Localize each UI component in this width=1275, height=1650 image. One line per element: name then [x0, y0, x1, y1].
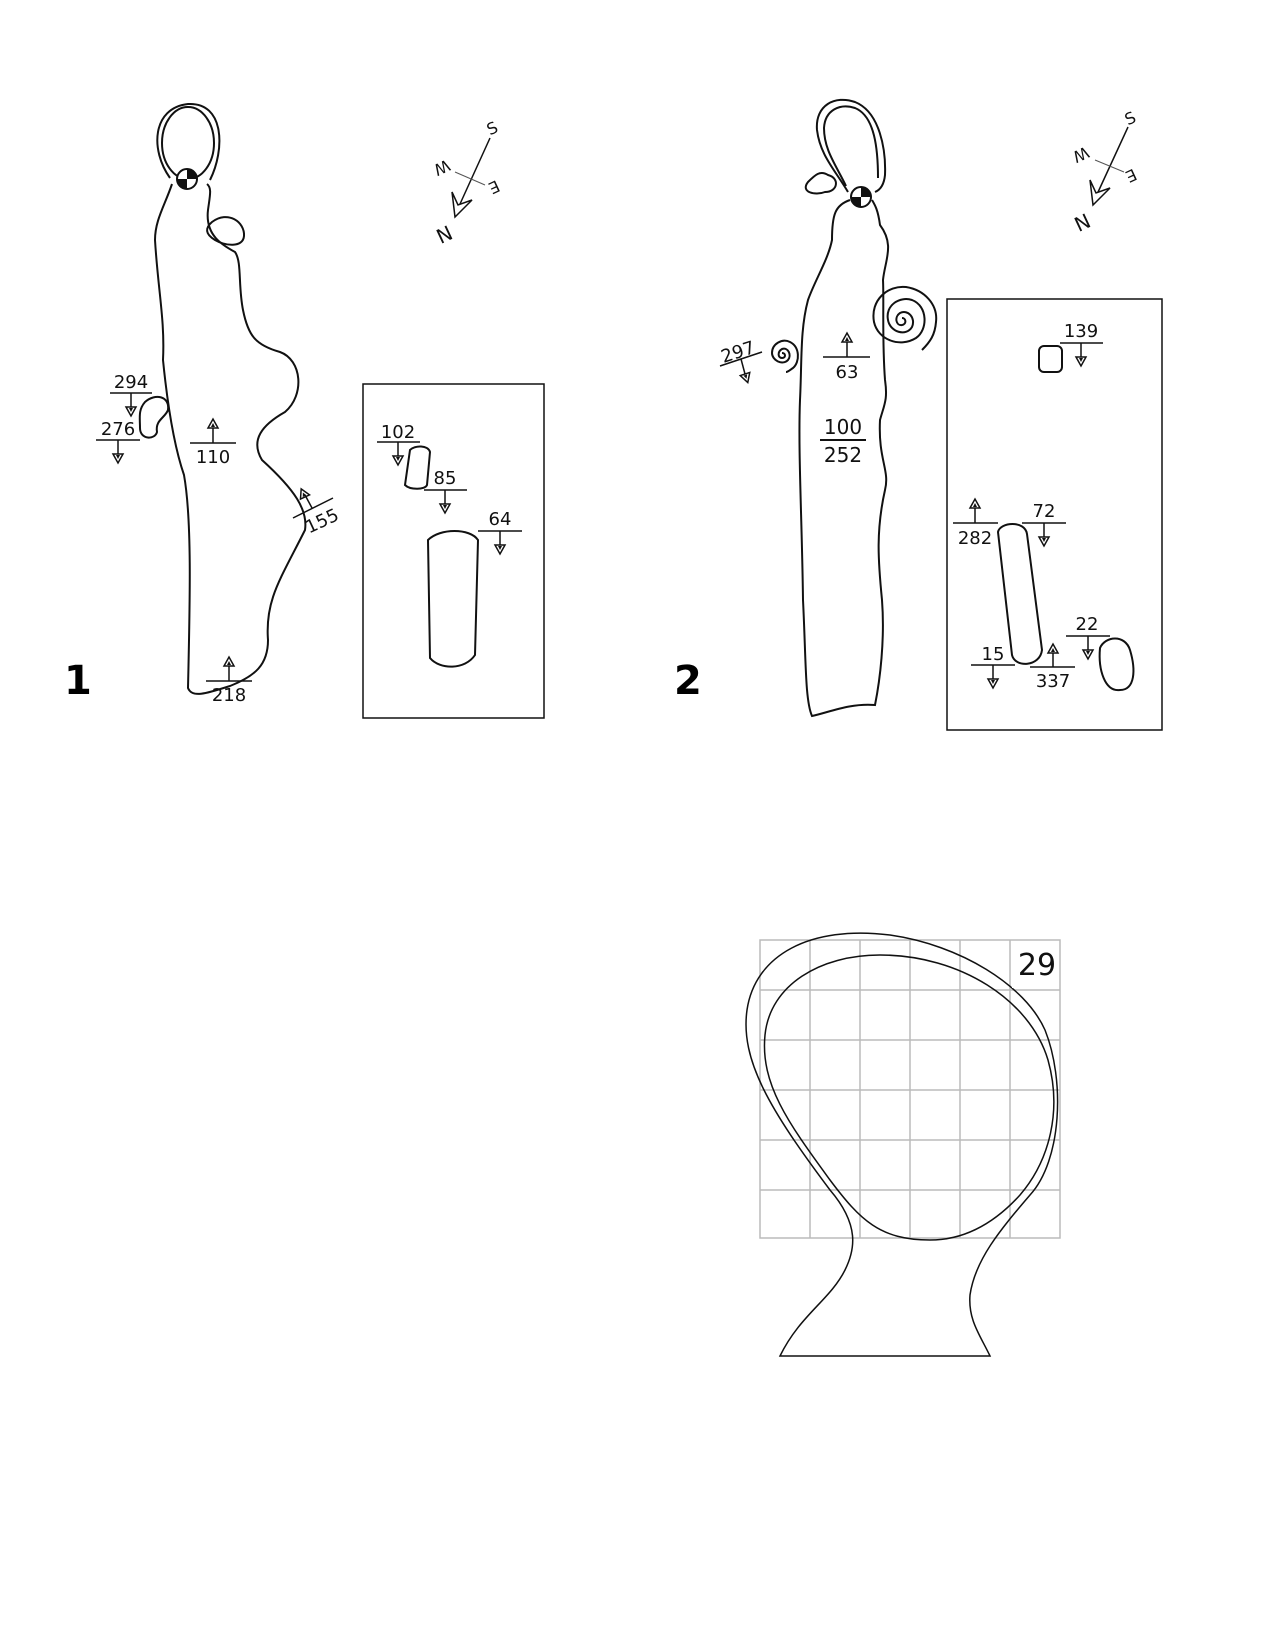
hole-2-green-inset — [946, 298, 1163, 731]
green-grid — [759, 939, 1061, 1239]
hole-2-tree-spiral-small — [770, 339, 799, 373]
svg-text:72: 72 — [1033, 501, 1056, 522]
pin-icon — [850, 186, 872, 208]
green-detail: 29 — [745, 932, 1061, 1357]
hole-1-green-inset — [362, 383, 545, 719]
svg-text:E: E — [1123, 165, 1140, 186]
yardage-294: 294 — [114, 372, 148, 393]
green-depth: 29 — [1018, 948, 1056, 983]
hole-number: 1 — [64, 658, 92, 704]
svg-text:N: N — [1071, 209, 1095, 237]
hole-1-bunker — [206, 216, 246, 246]
svg-text:S: S — [484, 118, 501, 140]
yardage-297: 297 — [719, 337, 758, 368]
hole-2-green — [815, 98, 887, 193]
compass-icon: S W E N — [1070, 108, 1140, 237]
svg-text:85: 85 — [434, 468, 457, 489]
svg-text:S: S — [1122, 108, 1139, 130]
svg-text:139: 139 — [1064, 321, 1098, 342]
yardage-110: 110 — [196, 447, 230, 468]
hole-2-diagram: 297 63 100 252 2 S W E N 139 282 72 22 1… — [674, 98, 1163, 731]
yardage-63: 63 — [836, 362, 859, 383]
yardage-100: 100 — [824, 415, 862, 439]
svg-text:102: 102 — [381, 422, 415, 443]
green-inner-outline — [763, 954, 1055, 1241]
hole-1-fairway — [153, 183, 307, 695]
svg-text:N: N — [433, 221, 457, 249]
hole-1-left-bunker — [138, 395, 170, 439]
yardage-276: 276 — [101, 419, 135, 440]
svg-text:15: 15 — [982, 644, 1005, 665]
svg-text:W: W — [1070, 143, 1093, 167]
svg-text:64: 64 — [489, 509, 512, 530]
svg-text:337: 337 — [1036, 671, 1070, 692]
compass-icon: S W E N — [431, 118, 503, 249]
green-outline — [745, 932, 1059, 1357]
hole-2-fairway — [798, 199, 890, 718]
hole-2-tree-spiral — [872, 285, 938, 351]
yardage-252: 252 — [824, 443, 862, 467]
pin-icon — [176, 168, 198, 190]
hole-1-diagram: 294 276 110 155 218 1 S W E N 102 85 64 — [64, 102, 545, 719]
svg-text:282: 282 — [958, 528, 992, 549]
svg-text:E: E — [485, 176, 502, 197]
svg-text:22: 22 — [1076, 614, 1099, 635]
hole-1-green-outer — [156, 102, 221, 181]
svg-text:W: W — [431, 156, 454, 180]
yardage-218: 218 — [212, 685, 246, 706]
hole-number: 2 — [674, 658, 702, 704]
